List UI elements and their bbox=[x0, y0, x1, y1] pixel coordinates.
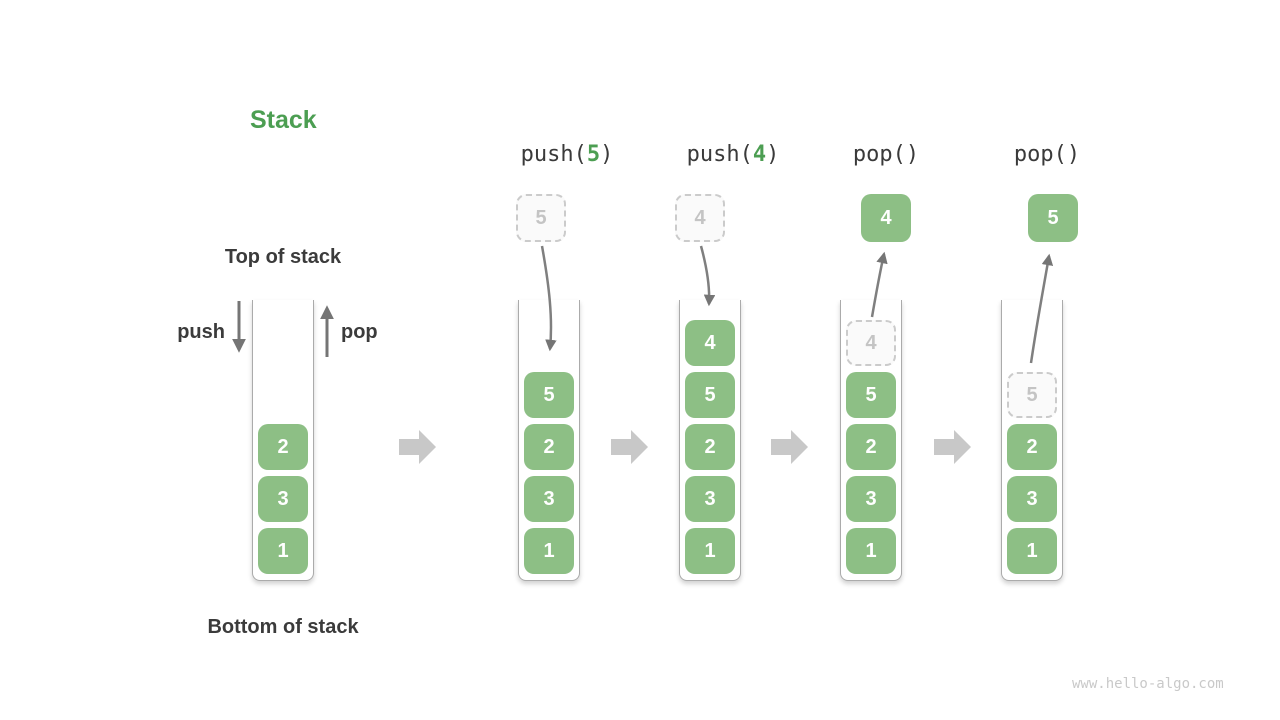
flow-arrow-icon bbox=[399, 430, 436, 464]
stack-cell: 5 bbox=[846, 372, 896, 418]
op-fn: push( bbox=[686, 142, 753, 167]
float-ghost-box-push-4: 4 bbox=[675, 194, 725, 242]
stack-cell: 3 bbox=[685, 476, 735, 522]
op-fn: push( bbox=[520, 142, 587, 167]
op-close: ) bbox=[766, 142, 780, 167]
flow-arrow-icon bbox=[934, 430, 971, 464]
stack-cell: 3 bbox=[258, 476, 308, 522]
stack-cell: 1 bbox=[846, 528, 896, 574]
stack-cell: 2 bbox=[1007, 424, 1057, 470]
push-label: push bbox=[177, 321, 225, 343]
float-ghost-box-push-5: 5 bbox=[516, 194, 566, 242]
watermark: www.hello-algo.com bbox=[1072, 676, 1224, 692]
ghost-cell-popped-5: 5 bbox=[1007, 372, 1057, 418]
float-popped-box-4: 4 bbox=[861, 194, 911, 242]
stack-cell: 5 bbox=[524, 372, 574, 418]
op-close: ) bbox=[600, 142, 614, 167]
op-arg: 5 bbox=[586, 142, 601, 167]
page-title: Stack bbox=[250, 106, 317, 134]
stack-cell: 4 bbox=[685, 320, 735, 366]
pop-label: pop bbox=[341, 321, 378, 343]
op-label-pop-first: pop() bbox=[806, 142, 966, 167]
op-label-pop-second: pop() bbox=[967, 142, 1127, 167]
stack-cell: 2 bbox=[524, 424, 574, 470]
flow-arrow-icon bbox=[771, 430, 808, 464]
top-of-stack-label: Top of stack bbox=[224, 246, 342, 268]
stack-cell: 1 bbox=[524, 528, 574, 574]
stack-cell: 3 bbox=[1007, 476, 1057, 522]
ghost-cell-popped-4: 4 bbox=[846, 320, 896, 366]
stack-cell: 1 bbox=[685, 528, 735, 574]
stack-cell: 2 bbox=[685, 424, 735, 470]
stack-cell: 3 bbox=[846, 476, 896, 522]
push-4-arrow-icon bbox=[699, 245, 716, 307]
stack-cell: 2 bbox=[846, 424, 896, 470]
stack-cell: 3 bbox=[524, 476, 574, 522]
float-popped-box-5: 5 bbox=[1028, 194, 1078, 242]
stack-cell: 1 bbox=[1007, 528, 1057, 574]
op-label-push-4: push(4) bbox=[653, 142, 813, 167]
op-label-push-5: push(5) bbox=[487, 142, 647, 167]
op-fn: pop() bbox=[1013, 142, 1081, 167]
op-fn: pop() bbox=[852, 142, 920, 167]
op-arg: 4 bbox=[752, 142, 767, 167]
stack-cell: 1 bbox=[258, 528, 308, 574]
flow-arrow-icon bbox=[611, 430, 648, 464]
stack-cell: 2 bbox=[258, 424, 308, 470]
stack-cell: 5 bbox=[685, 372, 735, 418]
bottom-of-stack-label: Bottom of stack bbox=[207, 616, 359, 638]
